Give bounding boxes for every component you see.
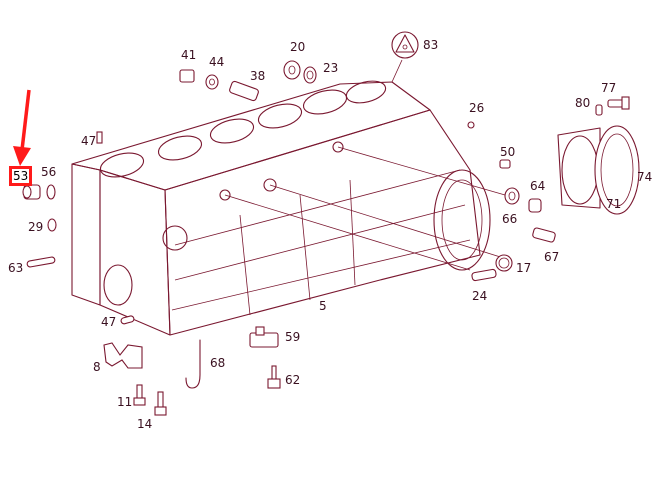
part-26-pin (467, 121, 475, 129)
part-80-clip (595, 104, 603, 116)
part-label-71[interactable]: 71 (606, 197, 622, 211)
part-label-23[interactable]: 23 (323, 61, 339, 75)
part-71-seal-carrier (557, 127, 601, 209)
part-77-bolt (607, 96, 630, 110)
part-56-oring (46, 184, 56, 200)
part-label-68[interactable]: 68 (210, 356, 226, 370)
part-label-59[interactable]: 59 (285, 330, 301, 344)
part-62-bolt (267, 365, 281, 389)
part-24-stud (471, 268, 497, 282)
part-label-38[interactable]: 38 (250, 69, 266, 83)
part-23-ring (303, 66, 317, 84)
part-label-44[interactable]: 44 (209, 55, 225, 69)
part-47-dowel (96, 131, 103, 144)
part-label-67[interactable]: 67 (544, 250, 560, 264)
part-8-bearing-cap (103, 342, 143, 369)
part-74-seal-ring (594, 125, 640, 215)
part-29-ring (47, 218, 57, 232)
part-67-fitting (532, 227, 556, 243)
part-20-seal (283, 60, 301, 80)
part-38-fitting (229, 80, 259, 102)
part-label-14[interactable]: 14 (137, 417, 153, 431)
part-14-bolt (154, 391, 167, 416)
part-label-24[interactable]: 24 (472, 289, 488, 303)
engine-block-part-5 (71, 59, 511, 336)
part-64-plug (528, 198, 542, 213)
part-label-17[interactable]: 17 (516, 261, 532, 275)
part-label-74[interactable]: 74 (637, 170, 653, 184)
part-label-83[interactable]: 83 (423, 38, 439, 52)
part-label-62[interactable]: 62 (285, 373, 301, 387)
part-label-20[interactable]: 20 (290, 40, 306, 54)
part-11-bolt (133, 384, 146, 406)
part-label-56[interactable]: 56 (41, 165, 57, 179)
part-label-29[interactable]: 29 (28, 220, 44, 234)
part-label-77[interactable]: 77 (601, 81, 617, 95)
part-label-50[interactable]: 50 (500, 145, 516, 159)
part-label-63[interactable]: 63 (8, 261, 24, 275)
part-label-66[interactable]: 66 (502, 212, 518, 226)
part-label-47[interactable]: 47 (81, 134, 97, 148)
part-68-dipstick-tube (185, 339, 201, 389)
part-41-plug (179, 69, 195, 83)
part-label-64[interactable]: 64 (530, 179, 546, 193)
part-50-pin (499, 159, 511, 169)
part-83-plug (391, 31, 419, 59)
part-17-ring (495, 254, 513, 272)
part-label-11[interactable]: 11 (117, 395, 133, 409)
part-label-26[interactable]: 26 (469, 101, 485, 115)
part-66-seal (504, 187, 520, 205)
part-53-bushing (22, 184, 41, 200)
part-label-5[interactable]: 5 (319, 299, 327, 313)
part-59-bracket (249, 326, 279, 348)
part-label-47-lower[interactable]: 47 (101, 315, 117, 329)
red-arrow-icon (13, 89, 31, 166)
part-label-8[interactable]: 8 (93, 360, 101, 374)
part-label-41[interactable]: 41 (181, 48, 197, 62)
part-44-washer (205, 74, 219, 90)
part-47-dowel-lower (120, 315, 135, 325)
part-label-53-highlighted[interactable]: 53 (9, 166, 33, 186)
part-label-80[interactable]: 80 (575, 96, 591, 110)
part-63-pin (26, 256, 56, 268)
